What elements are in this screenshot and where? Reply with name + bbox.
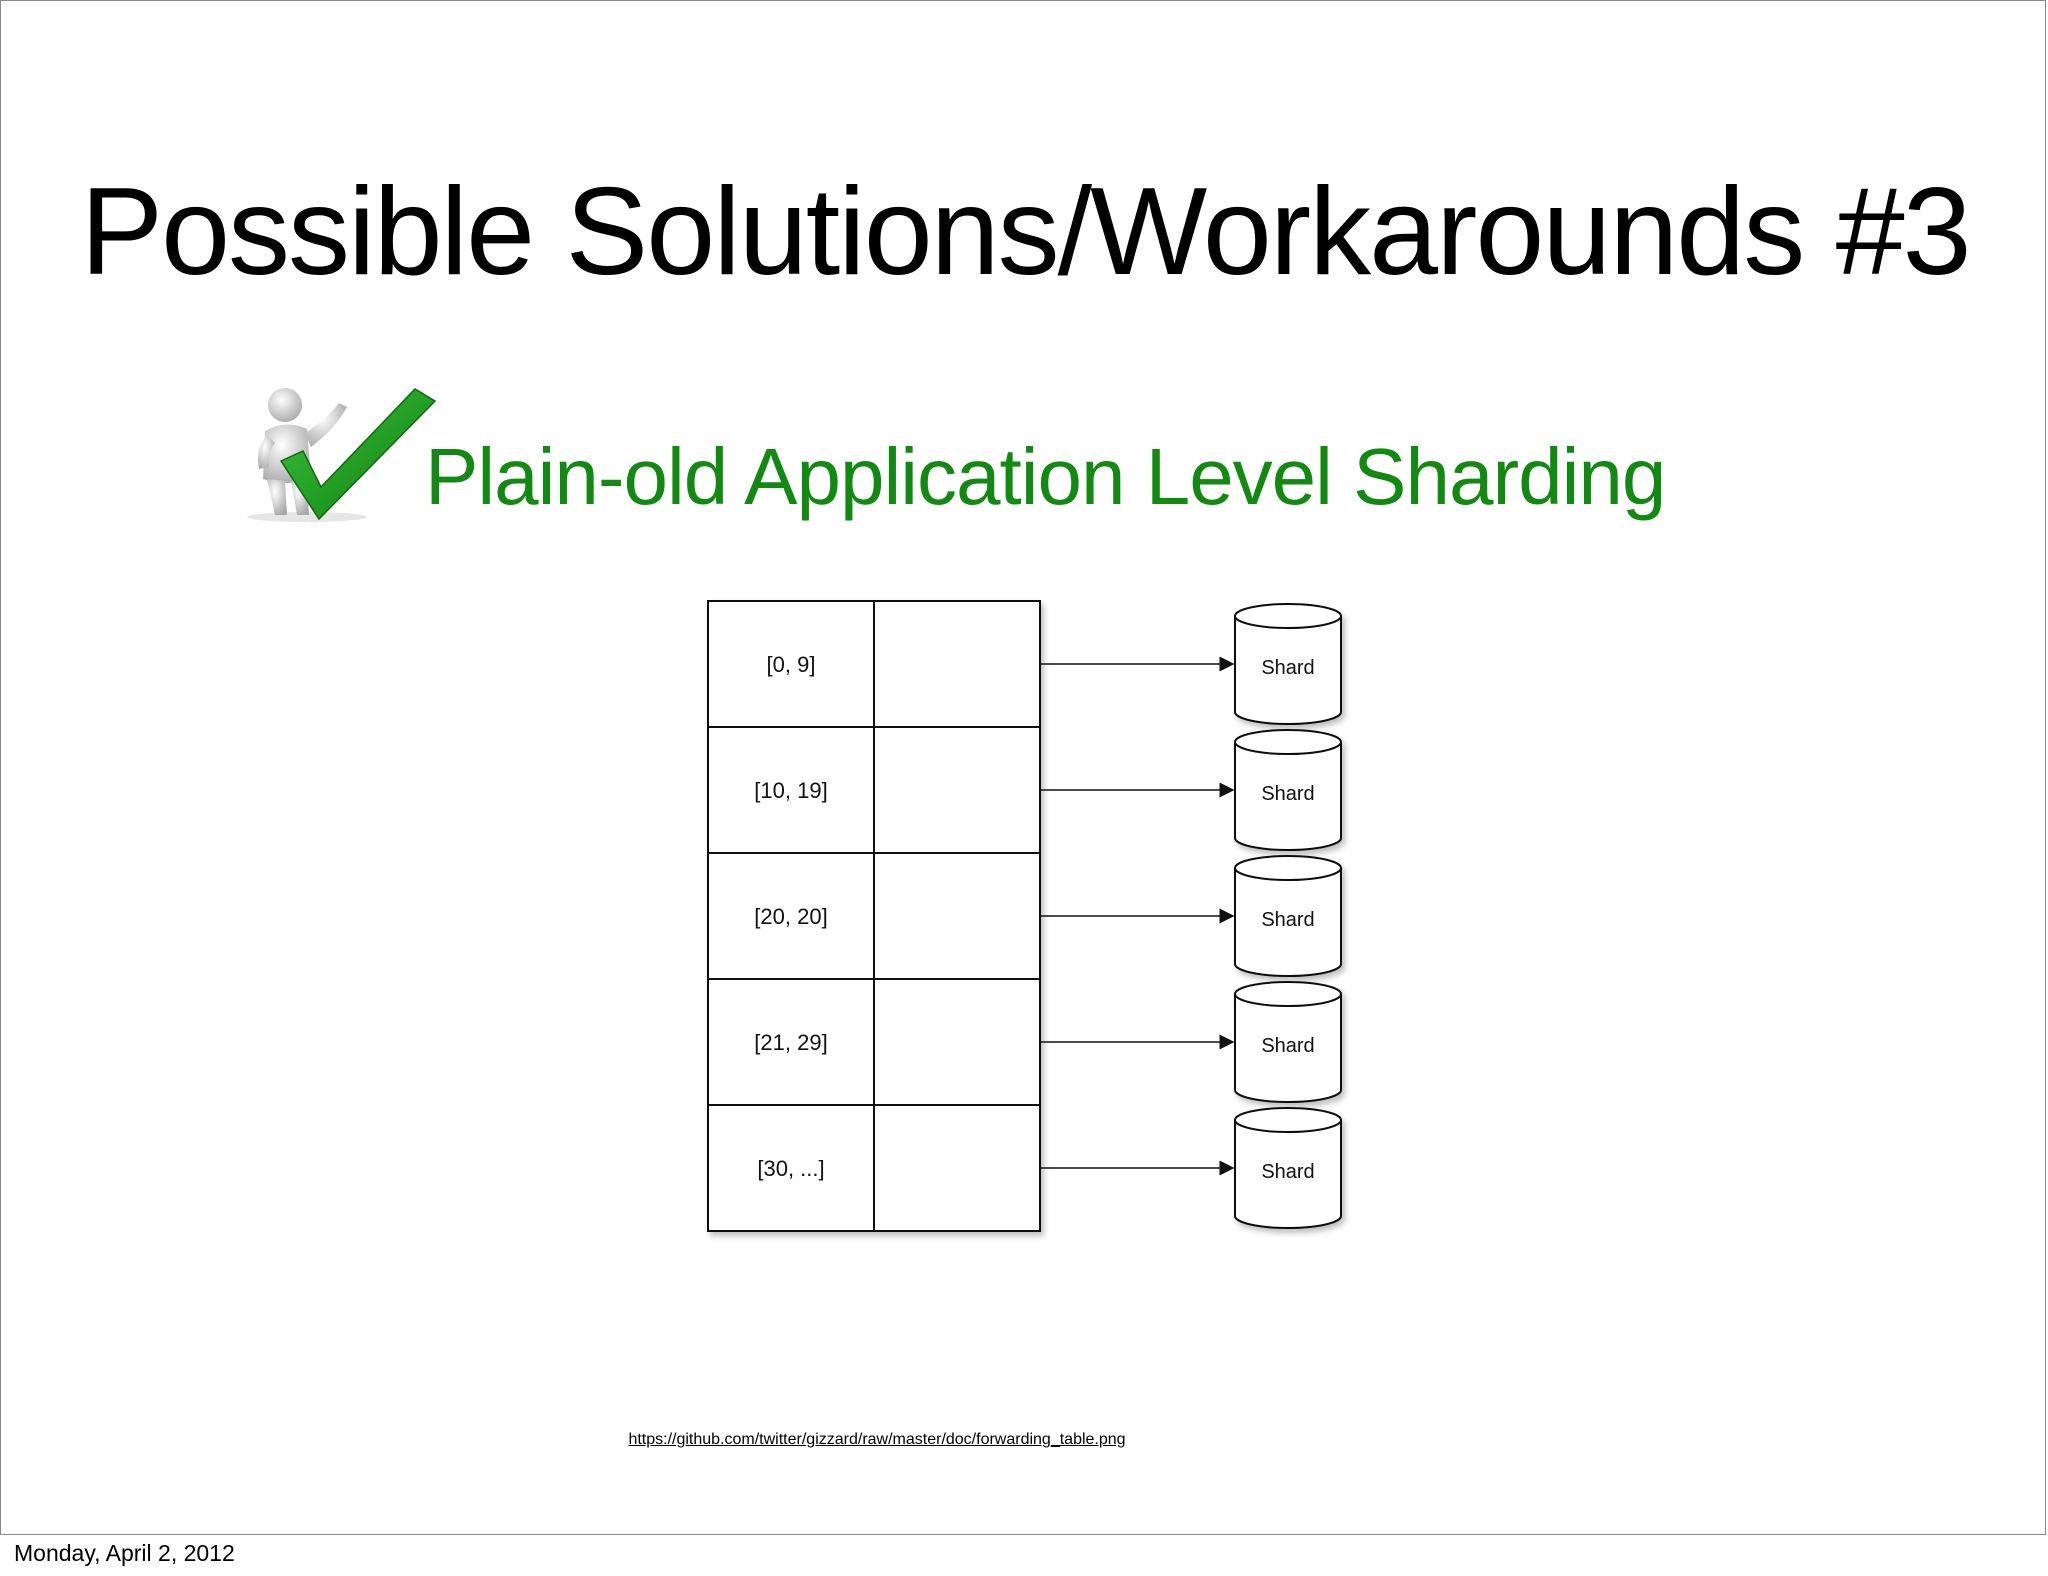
shard-label: Shard — [1261, 657, 1314, 679]
subtitle: Plain-old Application Level Sharding — [425, 432, 1666, 521]
source-link[interactable]: https://github.com/twitter/gizzard/raw/m… — [628, 1431, 1126, 1448]
shard-label: Shard — [1261, 909, 1314, 931]
shard-label: Shard — [1261, 1161, 1314, 1183]
shard-cylinder — [1234, 729, 1342, 851]
source-link-wrapper: https://github.com/twitter/gizzard/raw/m… — [1, 1429, 1753, 1449]
shard-label: Shard — [1261, 783, 1314, 805]
shard-cylinder — [1234, 855, 1342, 977]
bullet-row: Plain-old Application Level Sharding — [237, 383, 1737, 523]
forwarding-table-diagram: [0, 9] Shard [10, 19] Shard [20, 20] Shard [21… — [707, 600, 1342, 1232]
shard-cylinder — [1234, 603, 1342, 725]
person-checkmark-icon — [247, 388, 437, 522]
range-label: [0, 9] — [767, 652, 816, 677]
shard-label: Shard — [1261, 1035, 1314, 1057]
shard-cylinder — [1234, 1107, 1342, 1229]
range-label: [21, 29] — [754, 1030, 827, 1055]
range-label: [20, 20] — [754, 904, 827, 929]
range-label: [30, ...] — [757, 1156, 824, 1181]
slide-title: Possible Solutions/Workarounds #3 — [80, 163, 1971, 301]
range-label: [10, 19] — [754, 778, 827, 803]
footer-date: Monday, April 2, 2012 — [14, 1540, 235, 1566]
shard-cylinder — [1234, 981, 1342, 1103]
slide: Possible Solutions/Workarounds #3 — [0, 0, 2046, 1535]
